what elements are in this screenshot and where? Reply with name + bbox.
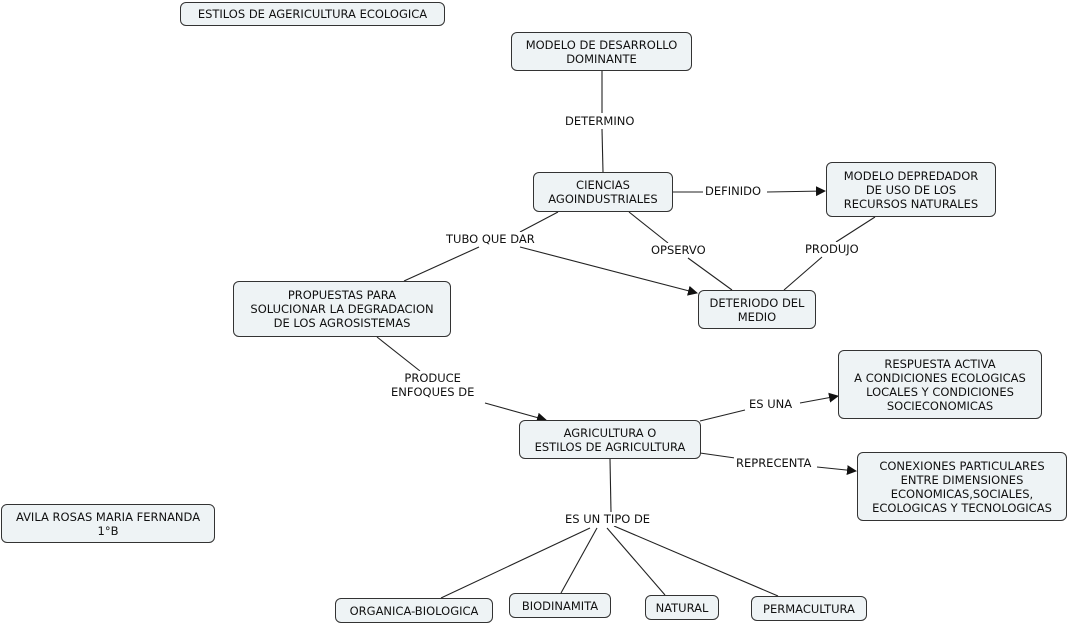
line-reprecenta-in [699,452,736,459]
node-organica-biologica[interactable]: ORGANICA-BIOLOGICA [335,598,493,623]
link-label-produjo: PRODUJO [803,242,861,256]
line-tubo-in [519,211,559,233]
line-determino-out [601,128,604,173]
node-modelo-desarrollo[interactable]: MODELO DE DESARROLLO DOMINANTE [511,32,692,71]
link-label-tubo-que-dar: TUBO QUE DAR [444,232,537,246]
node-agricultura[interactable]: AGRICULTURA O ESTILOS DE AGRICULTURA [519,420,701,459]
line-tipo-organica [440,527,591,599]
line-es-una-out [799,392,839,404]
link-label-es-una: ES UNA [747,397,795,411]
node-biodinamita[interactable]: BIODINAMITA [509,593,611,618]
line-tipo-biodinamita [560,527,598,594]
node-ciencias-agroindustriales[interactable]: CIENCIAS AGOINDUSTRIALES [533,172,673,212]
node-deterioro-medio[interactable]: DETERIODO DEL MEDIO [698,290,816,329]
line-tubo-out2 [519,246,698,296]
link-label-reprecenta: REPRECENTA [734,456,814,470]
link-label-opservo: OPSERVO [649,243,708,257]
line-produjo-out [783,256,823,291]
link-label-es-un-tipo-de: ES UN TIPO DE [563,512,653,526]
node-permacultura[interactable]: PERMACULTURA [751,596,867,621]
line-es-una-in [699,409,746,422]
line-tipo-permacultura [613,525,779,597]
line-produce-in [376,336,421,372]
link-label-produce: PRODUCE ENFOQUES DE [389,371,477,399]
line-tipo-in [609,458,612,513]
line-opservo-in [628,211,669,244]
line-reprecenta-out [816,465,857,476]
title-node[interactable]: ESTILOS DE AGERICULTURA ECOLOGICA [180,2,445,26]
node-propuestas[interactable]: PROPUESTAS PARA SOLUCIONAR LA DEGRADACIO… [233,281,451,337]
line-tubo-out1 [403,246,480,282]
line-opservo-out [687,257,733,291]
line-produjo-in [835,216,876,243]
node-respuesta-activa[interactable]: RESPUESTA ACTIVA A CONDICIONES ECOLOGICA… [838,350,1042,419]
link-label-definido: DEFINIDO [703,184,764,198]
node-natural[interactable]: NATURAL [645,595,719,620]
line-produce-out [484,402,547,423]
node-conexiones[interactable]: CONEXIONES PARTICULARES ENTRE DIMENSIONE… [857,452,1067,521]
line-definido-out [766,186,826,197]
node-author[interactable]: AVILA ROSAS MARIA FERNANDA 1°B [1,504,215,543]
link-label-determino: DETERMINO [563,114,637,128]
node-modelo-depredador[interactable]: MODELO DEPREDADOR DE USO DE LOS RECURSOS… [826,162,996,217]
line-tipo-natural [606,527,666,596]
